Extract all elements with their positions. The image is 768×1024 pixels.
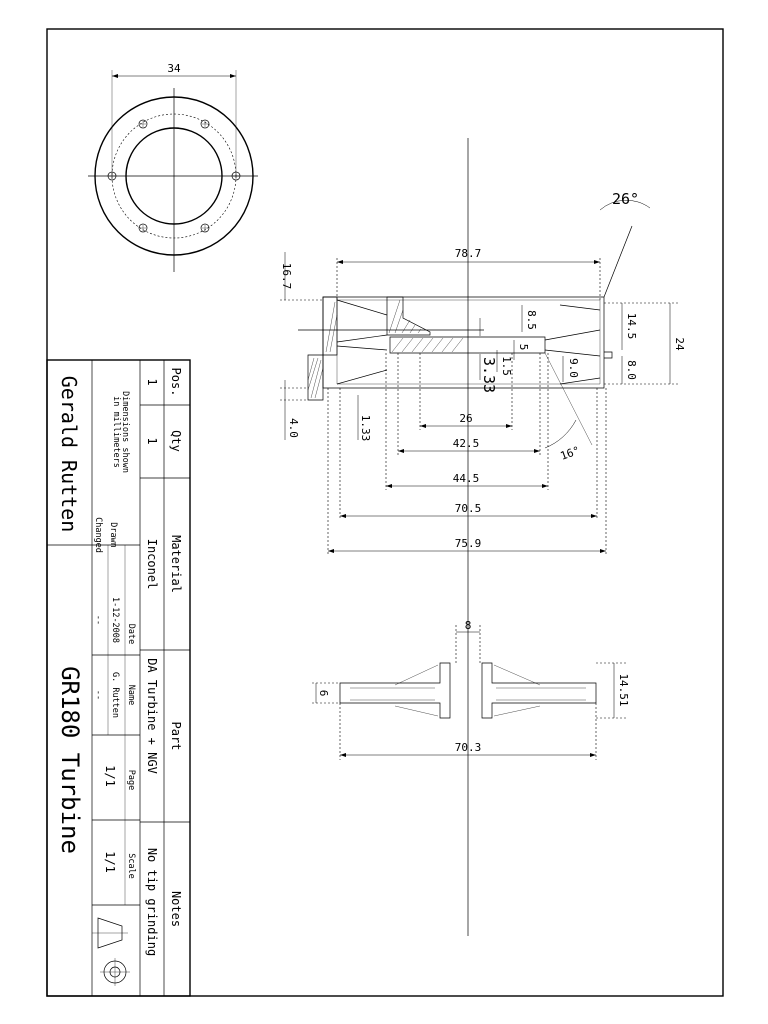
- dim-24: 24: [673, 337, 686, 351]
- dims-note-line1: Dimensions shown: [120, 391, 130, 473]
- angle-16: 16°: [559, 444, 582, 463]
- turbine-section-view: 78.7 26° 16.7 4.0 8.5 5 1.5 3.33 9.0 14.…: [280, 138, 686, 936]
- drawing-title: GR180 Turbine: [56, 666, 84, 854]
- changed-name: --: [93, 690, 103, 700]
- dim-75-9: 75.9: [455, 537, 482, 550]
- dim-8-0: 8.0: [625, 360, 638, 380]
- row-part: DA Turbine + NGV: [145, 658, 159, 774]
- angle-26: 26°: [612, 190, 639, 208]
- label-page: Page: [126, 770, 136, 790]
- dim-70-5: 70.5: [455, 502, 482, 515]
- dim-34: 34: [167, 62, 181, 75]
- row-pos: 1: [145, 378, 159, 385]
- dim-8: 8: [465, 619, 472, 632]
- label-changed: Changed: [93, 517, 103, 553]
- ngv-view: 8 6 14.51 70.3: [312, 619, 630, 760]
- dim-14-5: 14.5: [625, 313, 638, 340]
- drawn-date: 1-12-2008: [110, 597, 120, 643]
- row-qty: 1: [145, 437, 159, 444]
- header-part: Part: [169, 722, 183, 751]
- label-scale: Scale: [126, 853, 136, 879]
- header-notes: Notes: [169, 891, 183, 927]
- dim-4-0: 4.0: [287, 418, 300, 438]
- label-name: Name: [126, 685, 136, 705]
- dim-8-5: 8.5: [525, 310, 538, 330]
- scale-value: 1/1: [103, 851, 117, 873]
- dim-1-5: 1.5: [500, 356, 513, 376]
- dim-3-33: 3.33: [480, 357, 498, 393]
- dim-26: 26: [459, 412, 472, 425]
- label-date: Date: [126, 624, 136, 644]
- dim-5: 5: [517, 344, 530, 351]
- dim-9-0: 9.0: [567, 358, 580, 378]
- page-value: 1/1: [103, 765, 117, 787]
- changed-date: --: [93, 615, 103, 625]
- dims-note-line2: in millimeters: [111, 396, 121, 468]
- row-notes: No tip grinding: [145, 848, 159, 956]
- dim-1-33: 1.33: [359, 415, 372, 442]
- author-name: Gerald Rutten: [57, 376, 81, 533]
- dim-16-7: 16.7: [280, 263, 293, 290]
- dim-78-7: 78.7: [455, 247, 482, 260]
- label-drawn: Drawn: [108, 522, 118, 548]
- header-qty: Qty: [169, 430, 183, 452]
- dim-14-51: 14.51: [617, 673, 630, 706]
- dim-44-5: 44.5: [453, 472, 480, 485]
- dim-42-5: 42.5: [453, 437, 480, 450]
- projection-symbol-icon: [92, 917, 130, 986]
- header-pos: Pos.: [169, 368, 183, 397]
- flange-view: 34: [88, 62, 258, 272]
- dim-6: 6: [317, 690, 330, 697]
- header-material: Material: [169, 535, 183, 593]
- dim-70-3: 70.3: [455, 741, 482, 754]
- drawn-name: G. Rutten: [110, 672, 120, 718]
- title-block: Pos. Qty Material Part Notes 1 1 Inconel…: [46, 359, 191, 997]
- row-material: Inconel: [145, 539, 159, 590]
